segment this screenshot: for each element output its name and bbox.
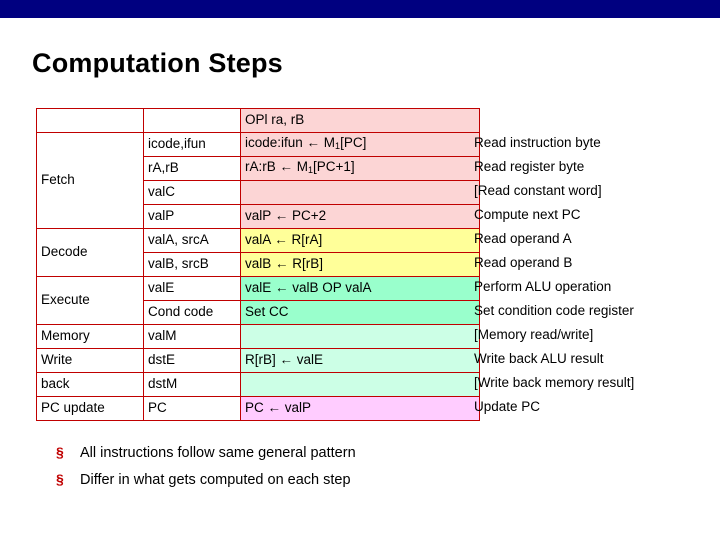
- action-cell: icode:ifun ← M1[PC]: [240, 132, 480, 157]
- note-text: [Memory read/write]: [474, 327, 594, 342]
- note-text: Read operand B: [474, 255, 573, 270]
- note-text: Write back ALU result: [474, 351, 604, 366]
- action-cell: valA ← R[rA]: [240, 228, 480, 253]
- table-row: OPl ra, rB: [36, 108, 480, 133]
- notes-column: Read instruction byte Read register byte…: [474, 131, 634, 419]
- register-cell: Cond code: [143, 300, 241, 325]
- bullet-list: § All instructions follow same general p…: [56, 444, 356, 498]
- action-cell: Set CC: [240, 300, 480, 325]
- note-text: Set condition code register: [474, 303, 634, 318]
- bullet-marker-icon: §: [56, 471, 64, 487]
- table-row: PC update PC PC ← valP: [36, 396, 480, 421]
- stage-cell: Fetch: [36, 132, 144, 229]
- action-cell: PC ← valP: [240, 396, 480, 421]
- table-row: Decode valA, srcA valA ← R[rA]: [36, 228, 480, 277]
- action-cell: R[rB] ← valE: [240, 348, 480, 373]
- note-text: Read register byte: [474, 159, 585, 174]
- note-text: Read instruction byte: [474, 135, 601, 150]
- list-item: § Differ in what gets computed on each s…: [56, 471, 356, 498]
- action-cell: valP ← PC+2: [240, 204, 480, 229]
- table-row: Execute valE valE ← valB OP valA: [36, 276, 480, 325]
- register-cell: valB, srcB: [143, 252, 241, 277]
- stage-cell: Write: [36, 348, 144, 373]
- table-row: Memory valM: [36, 324, 480, 349]
- register-cell: valP: [143, 204, 241, 229]
- table-row: rA,rB rA:rB ← M1[PC+1]: [37, 156, 480, 181]
- stage-cell: back: [36, 372, 144, 397]
- action-cell: valE ← valB OP valA: [240, 276, 480, 301]
- note-text: [Read constant word]: [474, 183, 602, 198]
- register-cell: PC: [143, 396, 241, 421]
- register-cell: valA, srcA: [143, 228, 241, 253]
- action-cell: valB ← R[rB]: [240, 252, 480, 277]
- action-cell: [240, 180, 480, 205]
- list-item-label: All instructions follow same general pat…: [80, 445, 356, 461]
- action-cell: OPl ra, rB: [240, 108, 480, 133]
- register-cell: rA,rB: [143, 156, 241, 181]
- table-row: valC: [37, 180, 480, 205]
- note-text: Read operand A: [474, 231, 572, 246]
- table-row: Cond code Set CC: [37, 300, 480, 325]
- register-cell: dstE: [143, 348, 241, 373]
- table-row: Fetch icode,ifun icode:ifun ← M1[PC]: [36, 132, 480, 229]
- table-row: valB, srcB valB ← R[rB]: [37, 252, 480, 277]
- register-cell: icode,ifun: [143, 132, 241, 157]
- stage-cell: [36, 108, 144, 133]
- register-cell: [143, 108, 241, 133]
- stage-cell: PC update: [36, 396, 144, 421]
- note-text: Compute next PC: [474, 207, 581, 222]
- page-title: Computation Steps: [32, 48, 283, 78]
- register-cell: valC: [143, 180, 241, 205]
- action-cell: [240, 372, 480, 397]
- stage-cell: Decode: [36, 228, 144, 277]
- table-row: back dstM: [36, 372, 480, 397]
- register-cell: valM: [143, 324, 241, 349]
- register-cell: valE: [143, 276, 241, 301]
- list-item-label: Differ in what gets computed on each ste…: [80, 472, 351, 488]
- table-row: Write dstE R[rB] ← valE: [36, 348, 480, 373]
- action-cell: [240, 324, 480, 349]
- register-cell: dstM: [143, 372, 241, 397]
- table-row: valP valP ← PC+2: [37, 204, 480, 229]
- title-bar-accent: [0, 0, 720, 18]
- stage-cell: Execute: [36, 276, 144, 325]
- computation-steps-table: OPl ra, rB Fetch icode,ifun icode:ifun ←…: [36, 108, 480, 421]
- note-text: [Write back memory result]: [474, 375, 635, 390]
- note-text: Update PC: [474, 399, 541, 414]
- stage-cell: Memory: [36, 324, 144, 349]
- note-text: Perform ALU operation: [474, 279, 612, 294]
- bullet-marker-icon: §: [56, 444, 64, 460]
- list-item: § All instructions follow same general p…: [56, 444, 356, 471]
- action-cell: rA:rB ← M1[PC+1]: [240, 156, 480, 181]
